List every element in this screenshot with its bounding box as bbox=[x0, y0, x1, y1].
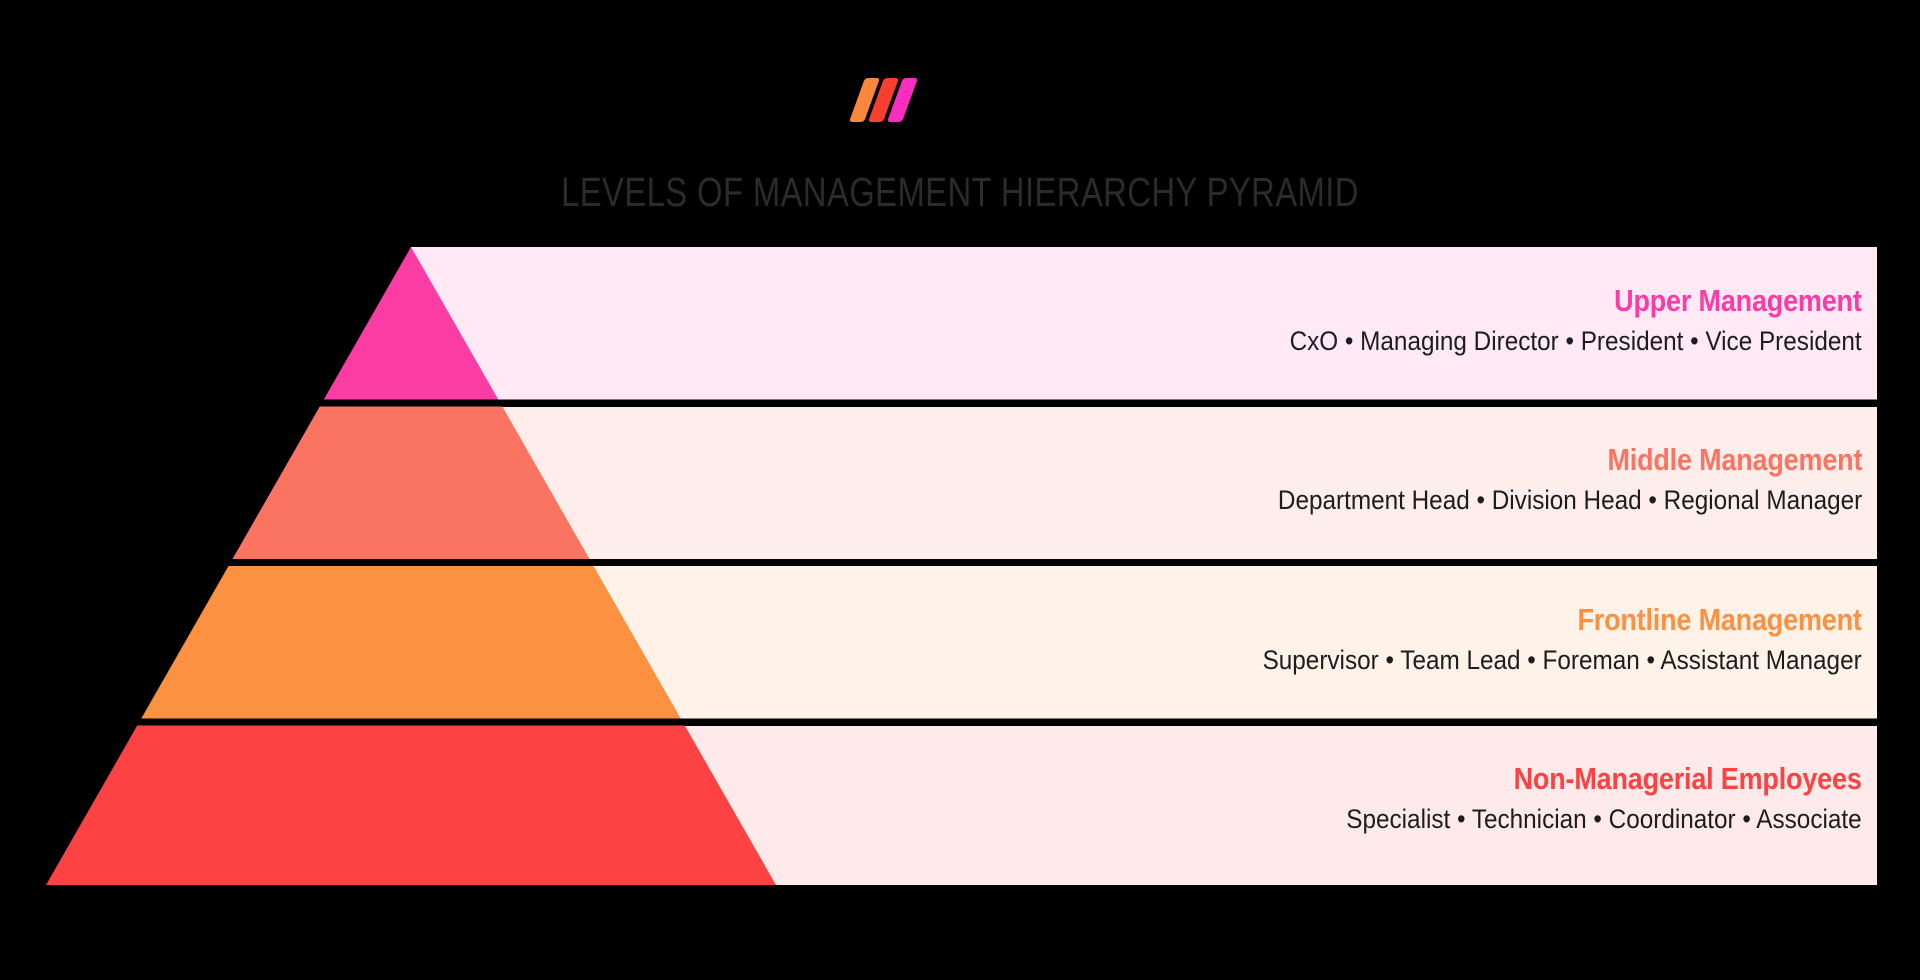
pyramid-level-2[interactable]: Middle Management Department Head • Divi… bbox=[0, 406, 1920, 567]
level-roles: Specialist • Technician • Coordinator • … bbox=[1346, 804, 1862, 835]
level-roles: Supervisor • Team Lead • Foreman • Assis… bbox=[1262, 644, 1862, 675]
level-text-block: Upper Management CxO • Managing Director… bbox=[1226, 282, 1862, 359]
level-heading: Middle Management bbox=[1607, 442, 1862, 478]
level-text-block: Non-Managerial Employees Specialist • Te… bbox=[1289, 760, 1863, 837]
brand-logo bbox=[848, 78, 921, 124]
level-heading: Upper Management bbox=[1614, 282, 1863, 318]
pyramid-level-3[interactable]: Frontline Management Supervisor • Team L… bbox=[0, 566, 1920, 726]
level-heading: Frontline Management bbox=[1577, 601, 1862, 637]
pyramid-level-1[interactable]: Upper Management CxO • Managing Director… bbox=[0, 247, 1920, 407]
level-roles: CxO • Managing Director • President • Vi… bbox=[1289, 325, 1862, 356]
level-heading: Non-Managerial Employees bbox=[1513, 761, 1862, 797]
pyramid-level-4[interactable]: Non-Managerial Employees Specialist • Te… bbox=[0, 725, 1920, 885]
level-text-block: Frontline Management Supervisor • Team L… bbox=[1196, 601, 1862, 678]
level-background bbox=[411, 247, 1877, 400]
page-title: LEVELS OF MANAGEMENT HIERARCHY PYRAMID bbox=[561, 169, 1359, 215]
pyramid-chart: Upper Management CxO • Managing Director… bbox=[0, 240, 1920, 892]
level-roles: Department Head • Division Head • Region… bbox=[1277, 485, 1862, 516]
level-text-block: Middle Management Department Head • Divi… bbox=[1213, 441, 1862, 518]
